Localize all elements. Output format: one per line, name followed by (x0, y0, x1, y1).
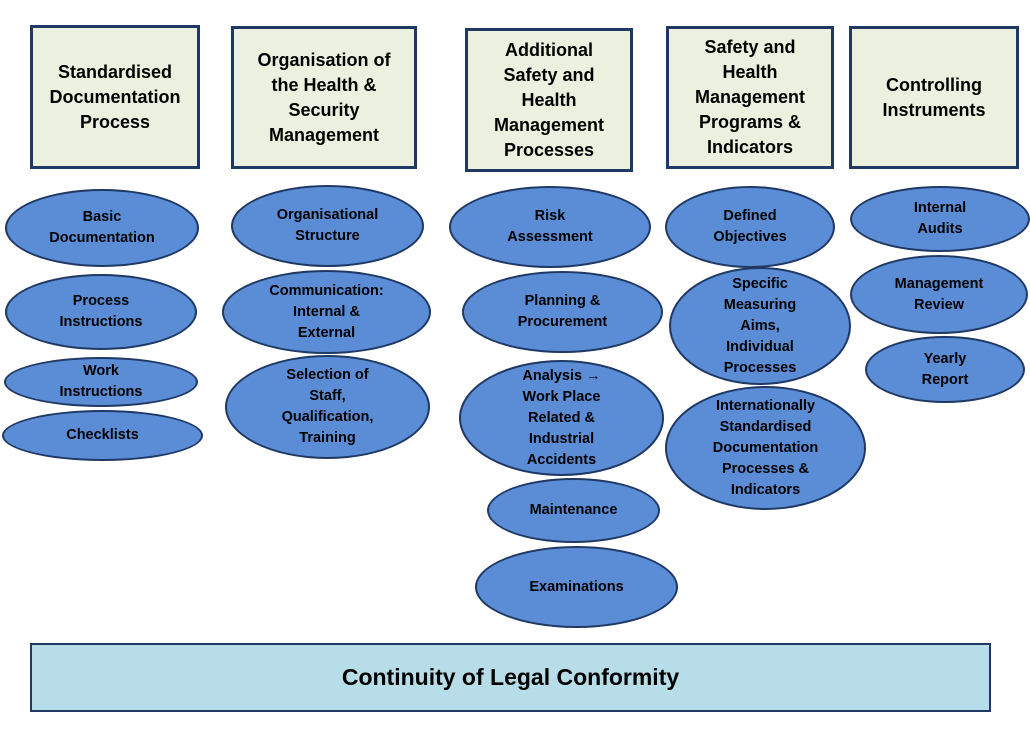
ellipse-specific-measuring-aims: Specific Measuring Aims, Individual Proc… (669, 267, 851, 385)
ellipse-communication: Communication: Internal & External (222, 270, 431, 354)
header-safety-health-programs: Safety and Health Management Programs & … (666, 26, 834, 169)
ellipse-examinations: Examinations (475, 546, 678, 628)
header-standardised-documentation-process: Standardised Documentation Process (30, 25, 200, 169)
ellipse-internationally-standardised: Internationally Standardised Documentati… (665, 386, 866, 510)
ellipse-maintenance: Maintenance (487, 478, 660, 543)
ellipse-internal-audits: Internal Audits (850, 186, 1030, 252)
ellipse-defined-objectives: Defined Objectives (665, 186, 835, 268)
ellipse-organisational-structure: Organisational Structure (231, 185, 424, 267)
header-additional-safety-processes: Additional Safety and Health Management … (465, 28, 633, 172)
ellipse-process-instructions: Process Instructions (5, 274, 197, 350)
footer-legal-conformity: Continuity of Legal Conformity (30, 643, 991, 712)
ellipse-analysis-accidents: Analysis → Work Place Related & Industri… (459, 360, 664, 476)
ellipse-yearly-report: Yearly Report (865, 336, 1025, 403)
ellipse-selection-of-staff: Selection of Staff, Qualification, Train… (225, 355, 430, 459)
ellipse-work-instructions: Work Instructions (4, 357, 198, 407)
header-controlling-instruments: Controlling Instruments (849, 26, 1019, 169)
header-organisation-health-security: Organisation of the Health & Security Ma… (231, 26, 417, 169)
ellipse-risk-assessment: Risk Assessment (449, 186, 651, 268)
ellipse-basic-documentation: Basic Documentation (5, 189, 199, 267)
ellipse-planning-procurement: Planning & Procurement (462, 271, 663, 353)
ellipse-management-review: Management Review (850, 255, 1028, 334)
ellipse-checklists: Checklists (2, 410, 203, 461)
